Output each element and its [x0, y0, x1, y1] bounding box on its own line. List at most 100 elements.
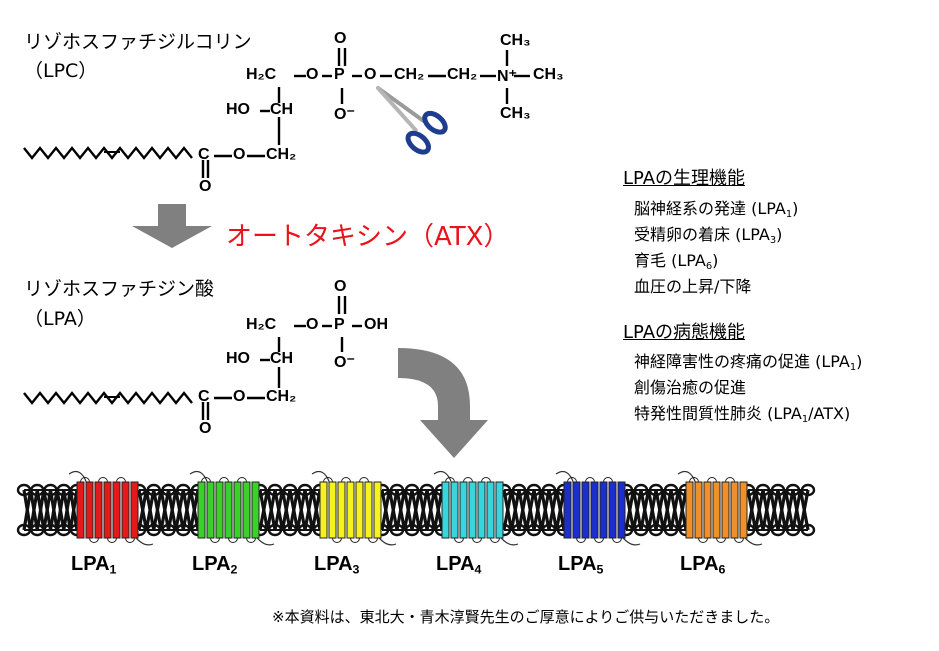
receptor-label-text: LPA	[192, 553, 231, 575]
transmembrane-helix	[599, 481, 608, 539]
physiology-item-text: 受精卵の着床 (LPA	[634, 225, 770, 244]
helix-loop	[725, 477, 735, 483]
receptor-label-subscript: 3	[352, 562, 360, 577]
helix-loop	[707, 477, 717, 483]
receptor-label-3: LPA3	[314, 553, 359, 577]
lpa-atom-ch2-c: CH₂	[266, 388, 297, 405]
pathology-item-subscript: 1	[849, 361, 857, 373]
cell-membrane	[16, 471, 816, 546]
transmembrane-helix	[590, 481, 599, 539]
receptor-n-terminus	[433, 471, 453, 485]
lipid-head	[800, 523, 816, 537]
lpc-atom-ch2-a: CH₂	[394, 66, 425, 83]
helix-loop	[201, 477, 211, 483]
lipid-head	[56, 483, 71, 497]
lpc-atom-o-minus: O⁻	[334, 106, 355, 123]
pathology-item-subscript: 1	[801, 413, 809, 425]
lipid-head	[785, 483, 801, 497]
enzyme-label: オートタキシン（ATX）	[226, 222, 510, 252]
lipid-head	[633, 523, 649, 537]
lpa-atom-c: C	[198, 388, 210, 405]
lipid-head	[161, 523, 176, 537]
transmembrane-helix	[459, 481, 468, 539]
physiology-item-tail: )	[792, 199, 799, 218]
lpc-atom-c: C	[198, 146, 210, 163]
physiology-item-subscript: 3	[769, 234, 777, 246]
helix-loop	[368, 537, 378, 543]
helix-loop	[246, 537, 256, 543]
lipid-head	[282, 523, 298, 537]
physiology-item: 育毛 (LPA6)	[634, 247, 718, 272]
transmembrane-helix	[685, 481, 694, 539]
lipid-head	[633, 483, 649, 497]
transmembrane-helix	[251, 481, 260, 539]
receptor-label-text: LPA	[71, 553, 110, 575]
helix-loop	[689, 477, 699, 483]
physiology-item-text: 育毛 (LPA	[634, 251, 706, 270]
lipid-head	[755, 483, 771, 497]
receptor-label-text: LPA	[436, 553, 475, 575]
receptor-n-terminus	[677, 471, 697, 485]
lpa-bonds	[201, 296, 362, 420]
lpc-atom-o3: O	[233, 146, 246, 163]
physiology-item-text: 脳神経系の発達 (LPA	[634, 199, 786, 218]
transmembrane-helix	[337, 481, 346, 539]
helix-loop	[576, 537, 586, 543]
transmembrane-helix	[563, 481, 572, 539]
lpc-atom-ho: HO	[226, 101, 250, 118]
lpc-atom-ch3-right: CH₃	[533, 66, 564, 83]
receptor-label-1: LPA1	[71, 553, 116, 577]
transmembrane-helix	[215, 481, 224, 539]
lipid-head	[297, 483, 313, 497]
transmembrane-helix	[486, 481, 495, 539]
receptor-label-subscript: 5	[596, 562, 604, 577]
lpc-atom-h2c: H₂C	[246, 66, 277, 83]
receptor-label-4: LPA4	[436, 553, 481, 577]
transmembrane-helix	[730, 481, 739, 539]
transmembrane-helix	[739, 481, 748, 539]
lpa-atom-o-carbonyl: O	[199, 420, 212, 437]
lpc-atom-ch3-bottom: CH₃	[500, 105, 531, 122]
lipid-head	[389, 483, 405, 497]
lipid-head	[785, 523, 801, 537]
transmembrane-helix	[130, 481, 139, 539]
helix-loop	[594, 537, 604, 543]
receptor-n-terminus	[189, 471, 209, 485]
lipid-head	[511, 483, 527, 497]
scissors-icon	[376, 86, 448, 155]
lipid-head	[511, 523, 527, 537]
lpc-atom-ch2-b: CH₂	[447, 66, 478, 83]
down-arrow-icon	[132, 204, 212, 248]
lipid-head	[389, 523, 405, 537]
transmembrane-helix	[477, 481, 486, 539]
transmembrane-helix	[355, 481, 364, 539]
helix-loop	[89, 537, 99, 543]
lipid-head	[161, 483, 176, 497]
lpc-atom-o-carbonyl: O	[199, 178, 212, 195]
lipid-head	[16, 483, 32, 497]
lpa-atom-oh: OH	[364, 316, 388, 333]
helix-loop	[98, 477, 108, 483]
lipid-head	[56, 523, 71, 537]
physiology-item: 受精卵の着床 (LPA3)	[634, 221, 782, 246]
pathology-item-text: 特発性間質性肺炎 (LPA	[634, 404, 802, 423]
lpc-atom-ch: CH	[270, 101, 294, 118]
lpa-abbr: （LPA）	[24, 308, 96, 330]
helix-loop	[481, 477, 491, 483]
lipid-head	[30, 483, 45, 497]
helix-loop	[472, 537, 482, 543]
transmembrane-helix	[206, 481, 215, 539]
transmembrane-helix	[346, 481, 355, 539]
lipid-head	[176, 523, 191, 537]
physiology-item-text: 血圧の上昇/下降	[634, 277, 752, 296]
lipid-head	[404, 523, 420, 537]
helix-loop	[116, 477, 126, 483]
lpc-atom-n: N⁺	[497, 68, 517, 85]
lipid-head	[419, 523, 435, 537]
helix-loop	[125, 537, 135, 543]
helix-loop	[210, 537, 220, 543]
lipid-head	[648, 523, 664, 537]
receptor-n-terminus	[311, 471, 331, 485]
lpc-name: リゾホスファチジルコリン	[24, 31, 252, 53]
